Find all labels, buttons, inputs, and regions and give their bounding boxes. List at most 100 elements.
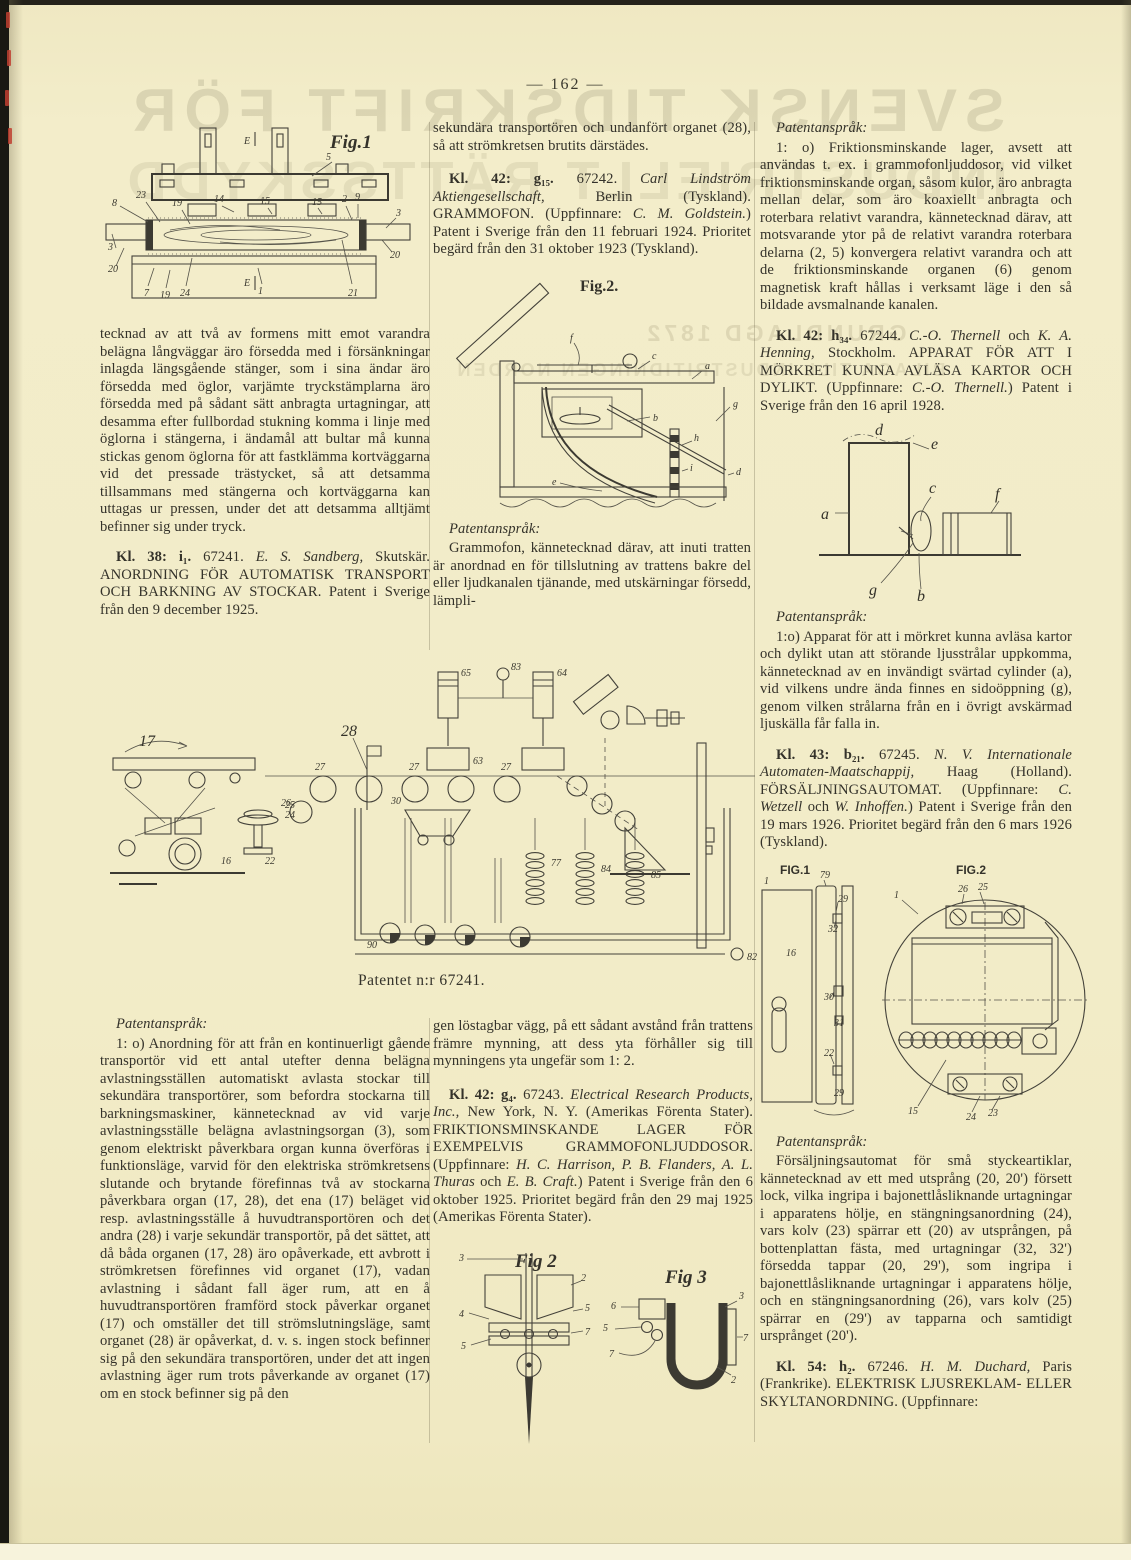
bearing-drawings: Fig 2 Fig 3 (458, 1251, 749, 1444)
claims-heading: Patentanspråk: (776, 120, 868, 136)
figure-part-label: b (653, 413, 658, 424)
claims-67244: 1:o) Apparat för att i mörkret kunna avl… (760, 628, 1072, 733)
figure-part-label: g (733, 399, 738, 410)
text-segment: ) Patent i Sverige från den 16 april 192… (760, 380, 1072, 414)
figure-part-label: 2 (731, 1375, 736, 1386)
middle-column-top: sekundära transportören och undanfört or… (433, 120, 751, 610)
vending-machine-drawings: FIG.1 FIG.2 (761, 863, 1088, 1122)
figure-part-label: 31 (833, 1018, 844, 1029)
patent-entry-67245: Kl. 43: b₂₁. 67245. N. V. Internationale… (760, 747, 1072, 852)
figure-part-label: 3 (107, 242, 113, 253)
switch-turntable (237, 809, 279, 855)
text-segment: ) Patent i Sverige från den 11 februari … (433, 206, 752, 257)
figure-part-labels: 17 28 27 27 27 26 30 65 63 83 64 24 25 2… (139, 662, 757, 963)
figure-part-labels: 1 79 29 32 16 30 31 22 29 1 26 25 15 24 … (764, 870, 998, 1122)
figure-part-label: 14 (214, 194, 224, 205)
figure-part-label: 4 (459, 1309, 464, 1320)
page-number: — 162 — (526, 76, 605, 93)
figure-part-label: 24 (285, 810, 295, 821)
figure-part-label: a (821, 506, 829, 523)
figure-part-label: 28 (341, 723, 357, 740)
figure-part-label: 22 (265, 856, 275, 867)
text-segment: K. A. Henning, (760, 327, 1072, 362)
figure-part-label: 79 (820, 870, 830, 881)
claims-67245: Försäljningsautomat för små styckeartikl… (760, 1153, 1072, 1344)
figure-part-label: 29 (834, 1088, 844, 1099)
main-conveyor-assembly (110, 740, 256, 885)
text-segment: C.-O. Thernell (909, 327, 1001, 344)
apparatus-structure (819, 434, 1021, 590)
text-segment: 67246. (867, 1358, 921, 1375)
electromagnet-cylinders (426, 667, 565, 771)
text-segment: 67243. (523, 1086, 571, 1103)
figure-part-label: 25 (978, 882, 988, 893)
figure-caption: FIG.2 (956, 863, 986, 877)
text-segment: C. Wetzell (760, 781, 1072, 816)
figure-part-label: e (931, 436, 938, 453)
circuit-piping (354, 808, 744, 961)
figure-part-labels: d e a c f g b (821, 422, 1002, 603)
column-rule (429, 122, 430, 650)
patent-number-caption: Patentet n:r 67241. (358, 972, 486, 989)
continuation-paragraph: tecknad av att två av formens mitt emot … (100, 326, 430, 535)
figure-caption: FIG.1 (780, 863, 810, 877)
text-segment: ) Patent i Sverige från den 19 mars 1926… (760, 799, 1072, 850)
machine-schematic-container: 17 28 27 27 27 26 30 65 63 83 64 24 25 2… (105, 658, 760, 970)
text-segment: Kl. 38: i₁. (116, 549, 204, 565)
text-segment: Berlin (Tyskland). GRAMMOFON. (Uppfinnar… (433, 188, 751, 223)
claims-67241: 1: o) Anordning för att från en kontinue… (100, 1035, 430, 1402)
red-edge-mark (5, 90, 9, 106)
text-segment: Kl. 42: g₄. (449, 1086, 524, 1103)
scan-edge-bottom (0, 1543, 1131, 1560)
text-segment: Kl. 42: h₃₄. (776, 327, 861, 344)
continuation-paragraph: sekundära transportören och undanfört or… (433, 120, 751, 154)
claims-heading: Patentanspråk: (776, 609, 868, 625)
figure-caption: Fig 2 (514, 1251, 557, 1272)
figure-part-label: 7 (585, 1327, 591, 1338)
figure-part-label: 3 (458, 1253, 464, 1264)
figure-part-label: E (243, 278, 250, 289)
figure-part-label: 21 (348, 288, 358, 299)
scan-edge-shadow-right (1121, 0, 1131, 1560)
figure-part-label: c (929, 480, 936, 497)
text-segment: E. B. Craft. (506, 1174, 578, 1190)
text-segment: 67241. (203, 549, 256, 565)
contact-valves (379, 922, 531, 948)
figure-part-label: 6 (611, 1301, 616, 1312)
figure-part-label: d (875, 422, 884, 439)
column-rule (429, 1018, 430, 1443)
figure-part-label: 15 (908, 1106, 918, 1117)
scan-edge-shadow (9, 0, 23, 1560)
left-column-top: Fig.1 (100, 112, 430, 619)
column-rule (754, 122, 755, 1442)
figure-part-label: 7 (609, 1349, 615, 1360)
magnet-bearing-section (614, 1297, 743, 1389)
continuation-paragraph: gen löstagbar vägg, på ett sådant avstån… (433, 1018, 753, 1069)
figure-part-label: 26 (958, 884, 968, 895)
figure-caption: Fig 3 (664, 1267, 707, 1288)
text-segment: och (1000, 327, 1038, 344)
figure-part-label: 29 (838, 894, 848, 905)
text-segment: E. S. Sandberg, (255, 549, 364, 565)
text-segment: Kl. 42: g₁₅. (449, 171, 577, 187)
figure-part-label: 90 (367, 940, 377, 951)
claims-67243: 1: o) Friktionsminskande lager, avsett a… (760, 139, 1072, 314)
text-segment: ) Patent i Sverige från den 6 oktober 19… (433, 1174, 754, 1225)
figure-part-label: 24 (180, 288, 190, 299)
figure-part-label: 27 (315, 762, 326, 773)
figure-part-label: 84 (601, 864, 611, 875)
red-edge-mark (7, 50, 11, 66)
figure-part-label: 5 (603, 1323, 608, 1334)
figure-part-label: 2 (581, 1273, 586, 1284)
claims-heading: Patentanspråk: (116, 1016, 208, 1032)
figure-part-label: 24 (966, 1112, 976, 1122)
text-segment: Kl. 43: b₂₁. (776, 746, 879, 763)
figure-part-label: 9 (355, 192, 360, 203)
figure-part-label: 83 (511, 662, 521, 673)
figure-part-label: e (552, 477, 557, 488)
scan-edge-left (0, 0, 9, 1560)
figure-part-label: b (917, 588, 925, 603)
vending-lid-view (882, 891, 1088, 1112)
spindle-bearing-section (467, 1252, 584, 1444)
text-segment: Electrical Research Products, Inc., (433, 1086, 753, 1121)
